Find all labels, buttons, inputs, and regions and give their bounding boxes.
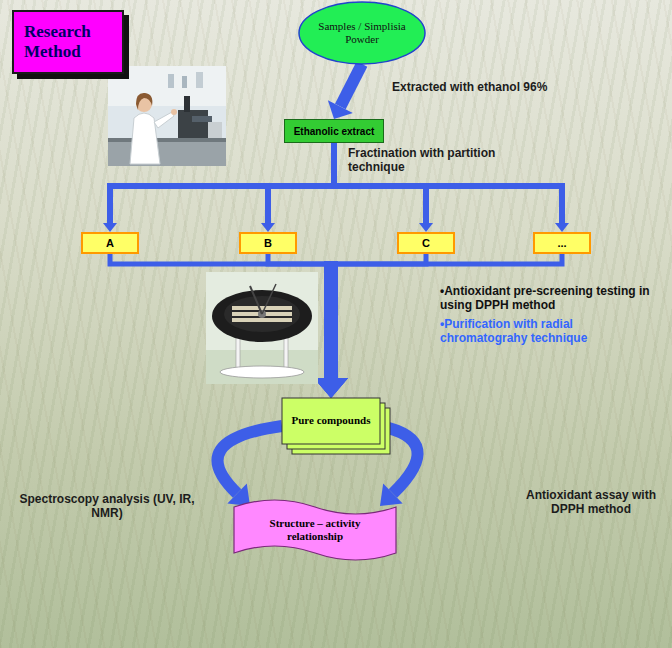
start-ellipse: Samples / Simplisia Powder [298,1,426,65]
flow-arrow [261,143,334,232]
fraction-box: B [239,232,297,254]
fraction-box: C [397,232,455,254]
edge-label: Spectroscopy analysis (UV, IR, NMR) [8,492,206,521]
node-text: ... [557,237,566,249]
title-box: Research Method [12,10,124,74]
arrow-line [324,262,338,379]
edge-label: Antioxidant assay with DPPH method [518,488,664,517]
arrow-head [261,223,275,232]
arrow-head [314,378,348,398]
process-box: Ethanolic extract [284,119,384,143]
flow-arrow [110,254,348,398]
arrow-line [324,262,338,379]
stacked-box: Pure compounds [282,398,390,454]
flow-arrow [328,64,362,119]
bullet-note: •Antioxidant pre-screening testing in us… [440,284,662,313]
arrow-line [340,64,362,107]
node-text: A [106,237,114,249]
node-text: Ethanolic extract [294,126,375,137]
arrow-line [218,426,282,493]
scroll-box: Structure – activity relationship [234,500,396,560]
fraction-box: A [81,232,139,254]
arrow-head [103,223,117,232]
arrow-line [324,262,338,379]
arrow-line [324,262,338,379]
bullet-note: •Purification with radial chromatograhy … [440,317,662,346]
arrow-line [268,254,331,264]
arrow-line [110,254,331,264]
node-text: Structure – activity relationship [250,517,380,543]
step-note: Fractination with partition technique [348,146,553,175]
edge-label: Extracted with ethanol 96% [392,80,562,94]
node-text: Research Method [24,22,112,61]
arrow-head [314,378,348,398]
fraction-box: ... [533,232,591,254]
arrow-head [419,223,433,232]
node-text: Pure compounds [292,414,371,427]
flow-arrow [314,254,426,398]
arrow-line [334,143,562,223]
arrow-head [555,223,569,232]
arrow-line [331,254,562,264]
flow-arrow [218,426,282,506]
radial-chromatograph-photo [206,272,318,384]
arrow-head [314,378,348,398]
arrow-head [314,378,348,398]
node-text: C [422,237,430,249]
lab-photo [108,66,226,166]
flow-arrow [334,143,569,232]
node-text: B [264,237,272,249]
node-text: Samples / Simplisia Powder [318,20,406,45]
arrow-line [268,143,334,223]
